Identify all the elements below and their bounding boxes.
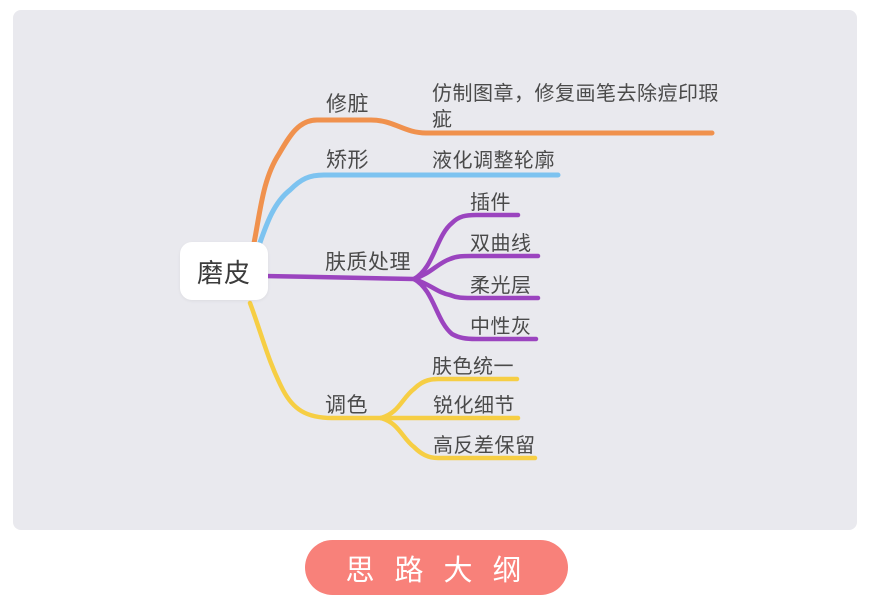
node-gaofanchabaoliu[interactable]: 高反差保留: [433, 435, 536, 457]
node-jiaoxing[interactable]: 矫形: [326, 149, 369, 172]
node-fangzhitu-zhang[interactable]: 仿制图章，修复画笔去除痘印瑕疵: [432, 83, 719, 131]
outline-button[interactable]: 思路大纲: [305, 540, 568, 595]
node-fusetongyi[interactable]: 肤色统一: [432, 356, 514, 378]
node-xiuzang[interactable]: 修脏: [326, 93, 369, 116]
node-zhongxinghui[interactable]: 中性灰: [470, 316, 532, 338]
root-node-mopi[interactable]: 磨皮: [180, 242, 268, 300]
node-rouguangceng[interactable]: 柔光层: [470, 275, 532, 297]
node-shuangquxian[interactable]: 双曲线: [470, 233, 532, 255]
node-chajian[interactable]: 插件: [470, 192, 511, 214]
node-yehua-tiaozheng[interactable]: 液化调整轮廓: [432, 150, 555, 172]
node-ruihuaxijie[interactable]: 锐化细节: [433, 395, 515, 417]
node-fuzhichuli[interactable]: 肤质处理: [325, 251, 411, 274]
node-tiaose[interactable]: 调色: [325, 394, 368, 417]
